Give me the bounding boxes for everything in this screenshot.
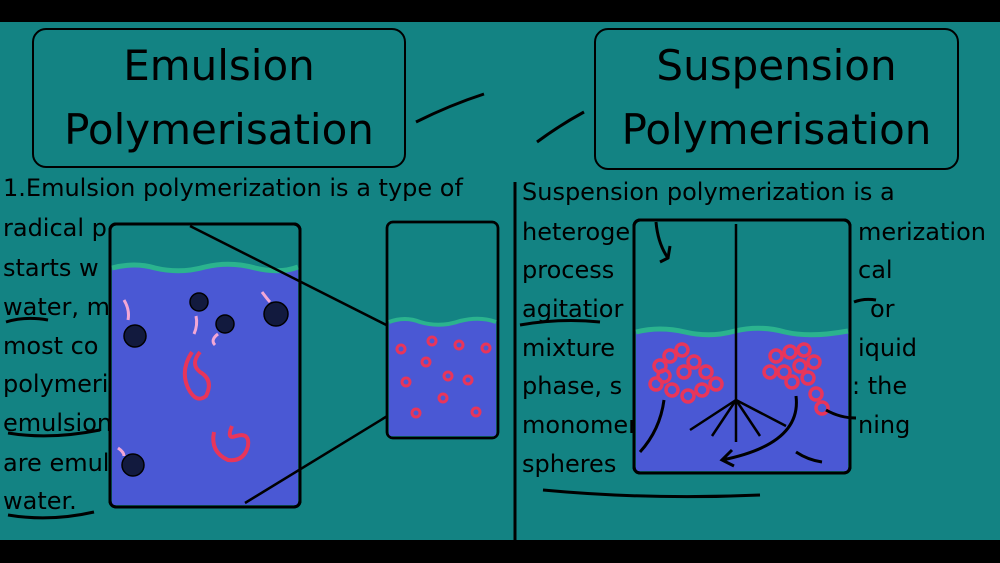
emulsion-text-line: most co <box>3 332 99 360</box>
suspension-title-line2: Polymerisation <box>621 105 932 154</box>
suspension-text-fragment: ning <box>858 411 911 439</box>
emulsion-title-line2: Polymerisation <box>64 105 374 154</box>
suspension-text-line: Suspension polymerization is a <box>522 178 895 206</box>
emulsion-text-line: radical p <box>3 214 107 242</box>
connector-stroke <box>415 92 485 124</box>
emulsion-text-line: water. <box>3 487 77 515</box>
suspension-text-line: process <box>522 256 615 284</box>
underline-emulsion <box>7 428 101 438</box>
suspension-text-fragment: cal <box>858 256 893 284</box>
latex-particles <box>395 335 492 419</box>
emulsion-small-beaker <box>385 220 500 440</box>
connector-stroke <box>536 110 585 144</box>
suspension-text-fragment: iquid <box>858 334 918 362</box>
emulsion-text-line: 1.Emulsion polymerization is a type of <box>3 174 463 202</box>
suspension-text-line: monomer <box>522 411 638 439</box>
underline-agitation <box>519 319 601 327</box>
annotation-arrows <box>638 221 877 468</box>
emulsion-title-line1: Emulsion <box>123 41 315 90</box>
emulsion-text-line: water, m <box>3 293 111 321</box>
suspension-text-line: spheres <box>522 450 617 478</box>
emulsion-text-line: are emul <box>3 449 110 477</box>
monomer-droplets <box>648 342 830 416</box>
suspension-text-line: phase, s <box>522 372 623 400</box>
suspension-title-box: Suspension Polymerisation <box>594 28 959 170</box>
suspension-text-fragment: : the <box>852 372 908 400</box>
stirrer <box>689 224 787 442</box>
polymer-chain <box>182 350 251 463</box>
emulsion-text-line: polymeri <box>3 370 109 398</box>
suspension-text-line: agitatior <box>522 295 624 323</box>
suspension-text-fragment: merization <box>858 218 986 246</box>
zoom-line <box>189 224 421 344</box>
letterbox-bottom <box>0 540 1000 563</box>
letterbox-top <box>0 0 1000 22</box>
emulsion-text-line: starts w <box>3 254 99 282</box>
underline-spheres <box>542 488 761 499</box>
suspension-text-line: mixture <box>522 334 615 362</box>
underline-water-end <box>7 510 95 520</box>
emulsion-beaker <box>108 222 302 509</box>
micelle-droplets <box>121 292 289 477</box>
underline-water <box>5 316 49 324</box>
suspension-text-line: heteroge <box>522 218 631 246</box>
emulsion-title-box: Emulsion Polymerisation <box>32 28 406 168</box>
suspension-title-line1: Suspension <box>656 41 897 90</box>
surfactant-tails <box>117 291 272 457</box>
